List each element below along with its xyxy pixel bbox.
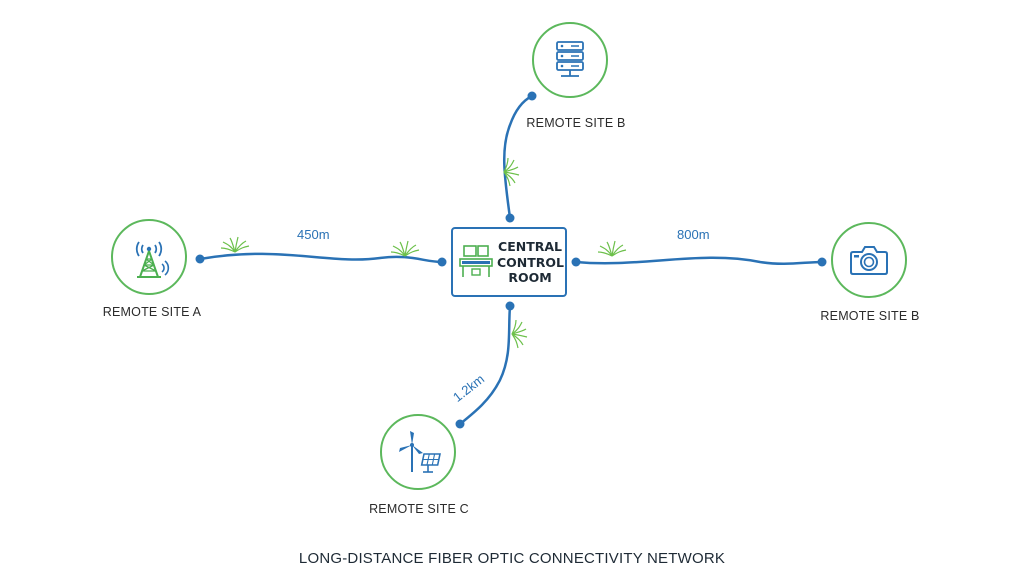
endpoint-dot [505,213,515,223]
endpoint-dot [817,257,827,267]
remote-site-right[interactable] [831,222,907,298]
fiber-burst-icon [220,236,250,253]
distance-label-right: 800m [677,227,710,242]
cell-tower-icon [135,241,170,278]
remote-site-bottom[interactable] [380,414,456,490]
central-control-room-label: CENTRAL CONTROL ROOM [497,239,565,285]
control-desk-icon [459,245,493,277]
fiber-link-top [502,94,533,219]
endpoint-dot [505,301,515,311]
distance-label-left: 450m [297,227,330,242]
fiber-burst-icon [597,240,627,257]
remote-site-left[interactable] [111,219,187,295]
remote-site-top[interactable] [532,22,608,98]
endpoint-dot [195,254,205,264]
central-control-room[interactable]: CENTRAL CONTROL ROOM [451,227,567,297]
fiber-link-left [199,252,443,264]
server-rack-icon [556,41,584,77]
fiber-burst-icon [390,240,420,257]
fiber-link-bottom [459,305,512,425]
wind-solar-icon [399,431,441,473]
endpoint-dot [571,257,581,267]
endpoint-dot [455,419,465,429]
endpoint-dot [527,91,537,101]
remote-site-top-label: REMOTE SITE B [526,116,626,130]
camera-icon [850,246,888,275]
diagram-title: LONG-DISTANCE FIBER OPTIC CONNECTIVITY N… [298,550,726,567]
fiber-burst-icon [503,157,520,187]
remote-site-bottom-label: REMOTE SITE C [369,502,469,516]
fiber-burst-icon [511,319,528,349]
fiber-link-right [575,256,823,266]
endpoint-dot [437,257,447,267]
remote-site-right-label: REMOTE SITE B [820,309,920,323]
remote-site-left-label: REMOTE SITE A [102,305,202,319]
